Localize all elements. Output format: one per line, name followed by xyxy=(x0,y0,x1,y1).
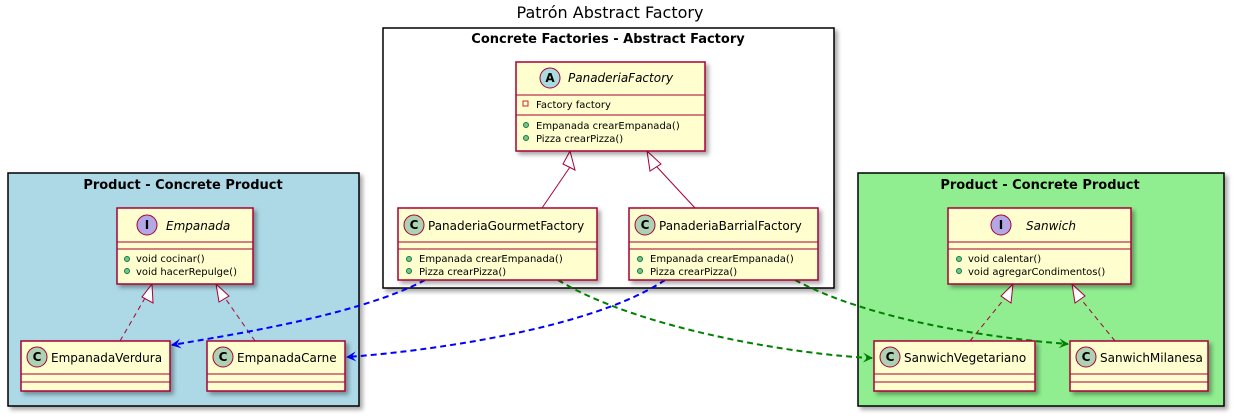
dependency-gourmet-vegetariano xyxy=(557,279,873,363)
package-center-title: Concrete Factories - Abstract Factory xyxy=(471,32,745,47)
interface-sanwich[interactable]: I Sanwich void calentar() void agregarCo… xyxy=(947,207,1132,285)
abstract-badge-letter: A xyxy=(545,71,555,85)
method-label: Empanada crearEmpanada() xyxy=(650,254,794,265)
interface-badge-icon xyxy=(136,214,158,236)
class-badge-icon xyxy=(403,214,425,236)
public-method-icon xyxy=(124,256,130,262)
public-method-icon xyxy=(124,268,130,274)
class-sanwich-milanesa[interactable]: C SanwichMilanesa xyxy=(1069,340,1209,392)
method-label: void cocinar() xyxy=(136,254,205,265)
abstract-badge-icon xyxy=(539,67,561,89)
realization-milanesa xyxy=(1071,282,1116,342)
class-badge-icon xyxy=(26,346,48,368)
private-field-icon xyxy=(522,100,529,107)
class-badge-letter: C xyxy=(219,350,228,364)
field-label: Factory factory xyxy=(536,100,611,111)
class-name: EmpanadaVerdura xyxy=(51,351,162,365)
interface-badge-letter: I xyxy=(999,218,1003,232)
class-badge-letter: C xyxy=(641,218,650,232)
class-badge-icon xyxy=(634,214,656,236)
class-panaderia-factory[interactable]: A PanaderiaFactory Factory factory Empan… xyxy=(515,61,706,152)
class-name: PanaderiaGourmetFactory xyxy=(428,219,584,233)
class-panaderia-gourmet-factory[interactable]: C PanaderiaGourmetFactory Empanada crear… xyxy=(397,207,598,281)
class-name: Sanwich xyxy=(1026,219,1076,233)
method-label: void calentar() xyxy=(968,254,1041,265)
package-left-title: Product - Concrete Product xyxy=(83,178,282,193)
realization-carne xyxy=(215,282,256,342)
method-label: void agregarCondimentos() xyxy=(968,267,1105,278)
class-name: PanaderiaFactory xyxy=(568,71,674,85)
method-label: Pizza crearPizza() xyxy=(650,267,737,278)
class-badge-letter: C xyxy=(1082,350,1091,364)
method-label: Pizza crearPizza() xyxy=(419,267,506,278)
dependency-gourmet-verdura xyxy=(171,279,426,349)
class-empanada-carne[interactable]: C EmpanadaCarne xyxy=(206,340,346,392)
class-badge-letter: C xyxy=(886,350,895,364)
class-name: SanwichMilanesa xyxy=(1100,351,1203,365)
method-label: Empanada crearEmpanada() xyxy=(536,121,680,132)
class-name: PanaderiaBarrialFactory xyxy=(659,219,802,233)
dependency-barrial-milanesa xyxy=(794,279,1069,349)
class-badge-icon xyxy=(1075,346,1097,368)
public-method-icon xyxy=(637,256,643,262)
public-method-icon xyxy=(523,122,529,128)
public-method-icon xyxy=(523,135,529,141)
interface-empanada[interactable]: I Empanada void cocinar() void hacerRepu… xyxy=(116,207,254,285)
class-badge-icon xyxy=(212,346,234,368)
class-sanwich-vegetariano[interactable]: C SanwichVegetariano xyxy=(873,340,1036,392)
method-label: Empanada crearEmpanada() xyxy=(419,254,563,265)
dependency-barrial-carne xyxy=(346,279,666,362)
class-name: Empanada xyxy=(166,219,230,233)
inheritance-gourmet xyxy=(541,149,576,209)
class-name: SanwichVegetariano xyxy=(904,351,1026,365)
public-method-icon xyxy=(637,268,643,274)
interface-badge-icon xyxy=(990,214,1012,236)
package-right-title: Product - Concrete Product xyxy=(940,178,1139,193)
public-method-icon xyxy=(956,256,962,262)
public-method-icon xyxy=(956,268,962,274)
class-empanada-verdura[interactable]: C EmpanadaVerdura xyxy=(20,340,171,392)
class-name: EmpanadaCarne xyxy=(237,351,337,365)
class-badge-icon xyxy=(879,346,901,368)
diagram-title: Patrón Abstract Factory xyxy=(517,3,704,22)
public-method-icon xyxy=(406,256,412,262)
public-method-icon xyxy=(406,268,412,274)
class-badge-letter: C xyxy=(33,350,42,364)
realization-verdura xyxy=(119,282,154,342)
realization-vegetariano xyxy=(969,282,1014,342)
inheritance-barrial xyxy=(646,149,696,209)
class-badge-letter: C xyxy=(410,218,419,232)
interface-badge-letter: I xyxy=(145,218,149,232)
class-panaderia-barrial-factory[interactable]: C PanaderiaBarrialFactory Empanada crear… xyxy=(628,207,819,281)
method-label: Pizza crearPizza() xyxy=(536,134,623,145)
method-label: void hacerRepulge() xyxy=(136,267,237,278)
